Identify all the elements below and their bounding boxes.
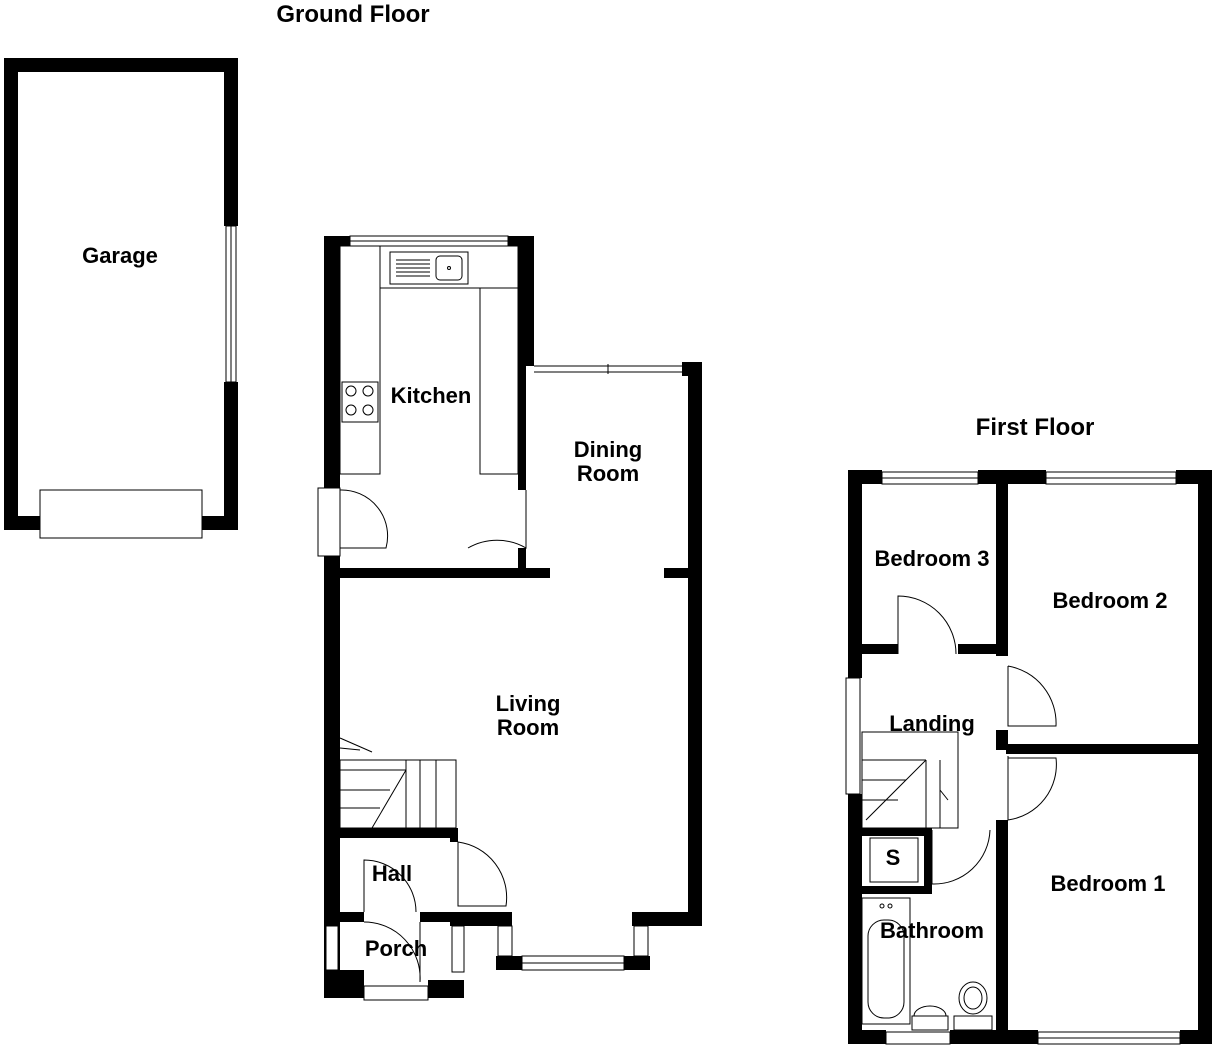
room-label-living-line2: Room: [497, 715, 559, 740]
bath: [861, 897, 911, 1025]
toilet: [958, 981, 988, 1015]
kitchen-side-door: [317, 487, 341, 557]
room-label-bedroom-3: Bedroom 3: [875, 546, 990, 571]
room-label-storage: S: [886, 845, 901, 870]
ground-floor-stairs: [339, 737, 457, 829]
toilet-cistern: [953, 1015, 993, 1031]
kitchen-fittings: [339, 245, 519, 475]
ground-floor-title: Ground Floor: [276, 1, 429, 28]
room-label-kitchen: Kitchen: [391, 383, 472, 408]
first-floor-title: First Floor: [976, 414, 1095, 441]
porch-front-door: [363, 985, 429, 1001]
room-label-garage: Garage: [82, 243, 158, 268]
first-floor-stairs: [861, 731, 959, 829]
room-label-hall: Hall: [372, 861, 412, 886]
sink-bowl: [435, 255, 463, 281]
first-floor-doors: [897, 595, 1057, 885]
garage: [4, 58, 238, 539]
room-label-bathroom: Bathroom: [880, 918, 984, 943]
storage-cupboard: [869, 837, 919, 883]
garage-door: [39, 489, 203, 539]
basin: [911, 1015, 949, 1031]
hob: [341, 381, 379, 423]
room-label-dining-line2: Room: [577, 461, 639, 486]
room-label-porch: Porch: [365, 936, 427, 961]
room-label-living-line1: Living: [496, 691, 561, 716]
landing-window: [845, 677, 861, 795]
room-label-landing: Landing: [889, 711, 975, 736]
sink-unit: [389, 251, 469, 285]
first-floor-walls: [845, 470, 1212, 1045]
room-label-bedroom-2: Bedroom 2: [1053, 588, 1168, 613]
room-label-bedroom-1: Bedroom 1: [1051, 871, 1166, 896]
room-label-dining-line1: Dining: [574, 437, 642, 462]
ground-floor-walls: [317, 235, 702, 1001]
bathroom-fittings: [861, 897, 993, 1031]
ground-floor-doors: [339, 489, 527, 983]
bathroom-window: [885, 1031, 951, 1045]
